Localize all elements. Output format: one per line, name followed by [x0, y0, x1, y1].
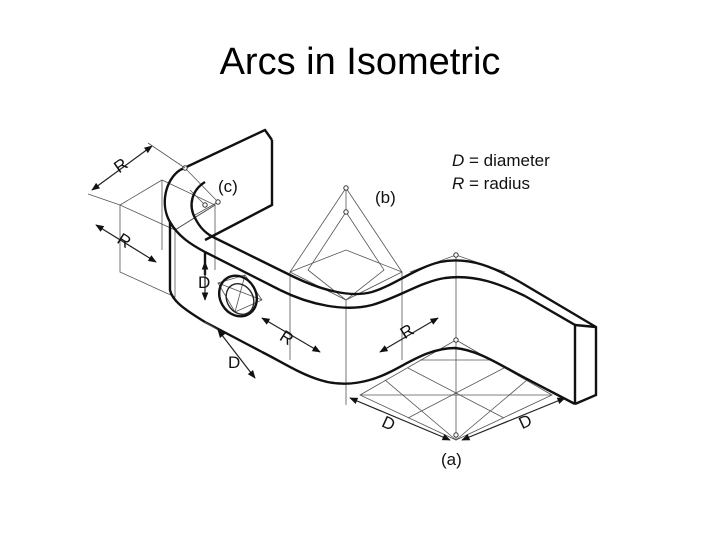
legend: D = diameter R = radius — [452, 151, 550, 193]
dim-diameter-hole-lower: D — [228, 353, 240, 372]
dim-radius-middle-right: R — [397, 320, 417, 343]
legend-d-text: = diameter — [464, 151, 550, 170]
dim-radius-middle-left: R — [276, 327, 296, 350]
object-outline — [163, 128, 598, 406]
view-labels: (c) (b) (a) — [218, 177, 462, 469]
dimension-labels: R R D D R R D D — [110, 154, 534, 435]
svg-text:D = diameter: D = diameter — [452, 151, 550, 170]
dim-radius-left: R — [114, 229, 134, 252]
dim-diameter-bottom-right: D — [516, 411, 535, 433]
slide-title: Arcs in Isometric — [219, 41, 501, 83]
legend-r-text: = radius — [464, 174, 530, 193]
construction-points — [182, 165, 459, 438]
legend-d-symbol: D — [452, 151, 464, 170]
legend-r-symbol: R — [452, 174, 464, 193]
label-a: (a) — [441, 450, 462, 469]
svg-text:R = radius: R = radius — [452, 174, 530, 193]
dimension-lines — [87, 142, 566, 441]
construction-lines — [119, 167, 553, 441]
label-c: (c) — [218, 177, 238, 196]
dim-diameter-hole-vertical: D — [198, 273, 210, 292]
dim-diameter-bottom-left: D — [379, 412, 398, 434]
label-b: (b) — [375, 188, 396, 207]
